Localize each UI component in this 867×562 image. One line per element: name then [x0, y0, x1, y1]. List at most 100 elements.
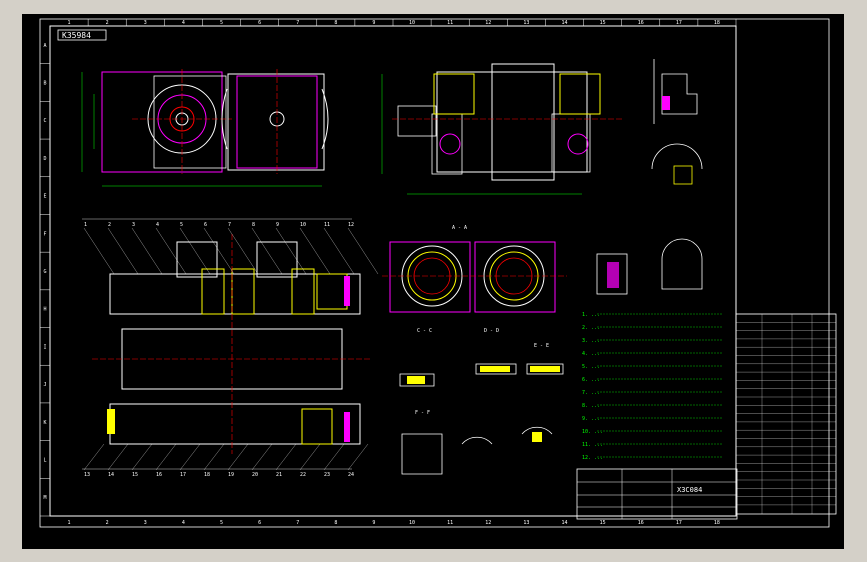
leader-line	[131, 227, 163, 275]
column-label-bottom: 2	[106, 520, 109, 526]
stamp-box	[57, 29, 107, 41]
section-a-a-view: A - A	[382, 225, 567, 313]
leader-line	[251, 227, 283, 275]
callout-top: 2	[108, 222, 111, 228]
column-label: 7	[296, 20, 299, 26]
title-block-code: X3C084	[677, 486, 702, 494]
column-label: 8	[334, 20, 337, 26]
note-line: 12. ...	[582, 455, 603, 461]
technical-notes: 1. ... 2. ... 3. ... 4. ... 5. ... 6. ... 7. .…	[582, 312, 722, 461]
leader-line	[323, 227, 355, 275]
column-label-bottom: 7	[296, 520, 299, 526]
cad-drawing: 1122334455667788991010111112121313141415…	[39, 18, 837, 528]
row-label: E	[43, 194, 46, 200]
leader-line	[131, 443, 153, 471]
row-label: G	[43, 269, 46, 275]
note-line: 1. ...	[582, 312, 600, 318]
column-label-bottom: 17	[676, 520, 682, 526]
column-label-bottom: 14	[561, 520, 567, 526]
row-label: J	[43, 382, 46, 388]
detail-view-top-right	[651, 59, 703, 185]
top-right-side-view	[381, 63, 622, 195]
leader-line	[203, 443, 225, 471]
leader-line	[155, 443, 177, 471]
callout-top: 10	[300, 222, 306, 228]
callout-bottom: 16	[156, 472, 162, 478]
section-cc-label: C - C	[417, 328, 432, 334]
section-d-label: D - D	[484, 328, 499, 334]
column-label-bottom: 5	[220, 520, 223, 526]
leader-line	[83, 443, 105, 471]
callout-bottom: 14	[108, 472, 114, 478]
row-label: H	[43, 307, 46, 313]
column-label: 6	[258, 20, 261, 26]
row-label: B	[43, 81, 46, 87]
row-label: I	[43, 344, 46, 350]
bottom-left-section-view	[82, 218, 372, 470]
note-line: 7. ...	[582, 390, 600, 396]
column-label: 17	[676, 20, 682, 26]
column-label: 10	[409, 20, 415, 26]
column-label-bottom: 3	[144, 520, 147, 526]
row-label: D	[43, 156, 46, 162]
callout-bottom: 22	[300, 472, 306, 478]
column-label: 1	[68, 20, 71, 26]
callout-top: 8	[252, 222, 255, 228]
column-label: 5	[220, 20, 223, 26]
leader-line	[83, 227, 115, 275]
small-section-views: C - C D - D E - E F - F	[399, 328, 564, 475]
note-line: 5. ...	[582, 364, 600, 370]
column-label-bottom: 8	[334, 520, 337, 526]
parts-list-table	[735, 313, 837, 515]
leader-line	[347, 227, 379, 275]
sheet-outer-border	[39, 18, 830, 528]
callout-top: 7	[228, 222, 231, 228]
sheet-inner-border	[49, 25, 737, 517]
leader-line	[347, 443, 369, 471]
callout-bottom: 21	[276, 472, 282, 478]
callout-bottom: 23	[324, 472, 330, 478]
column-label: 14	[561, 20, 567, 26]
column-label-bottom: 4	[182, 520, 185, 526]
leader-line	[179, 443, 201, 471]
leader-line	[179, 227, 211, 275]
column-ticks: 1122334455667788991010111112121313141415…	[68, 19, 737, 526]
column-label-bottom: 6	[258, 520, 261, 526]
section-f-label: F - F	[415, 410, 430, 416]
callout-top: 12	[348, 222, 354, 228]
column-label: 18	[714, 20, 720, 26]
note-line: 10. ...	[582, 429, 603, 435]
column-label-bottom: 10	[409, 520, 415, 526]
leader-line	[203, 227, 235, 275]
row-label: M	[43, 495, 46, 501]
section-e-label: E - E	[534, 343, 549, 349]
note-line: 2. ...	[582, 325, 600, 331]
row-label: A	[43, 43, 46, 49]
column-label: 9	[372, 20, 375, 26]
column-label: 4	[182, 20, 185, 26]
column-label-bottom: 13	[523, 520, 529, 526]
column-label: 13	[523, 20, 529, 26]
leader-line	[299, 227, 331, 275]
note-line: 3. ...	[582, 338, 600, 344]
leader-line	[275, 227, 307, 275]
section-aa-label: A - A	[452, 225, 467, 231]
callout-top: 9	[276, 222, 279, 228]
callout-top: 3	[132, 222, 135, 228]
note-line: 4. ...	[582, 351, 600, 357]
note-line: 6. ...	[582, 377, 600, 383]
row-label: F	[43, 231, 46, 237]
column-label-bottom: 16	[638, 520, 644, 526]
row-label: L	[43, 457, 46, 463]
column-label-bottom: 12	[485, 520, 491, 526]
column-label-bottom: 9	[372, 520, 375, 526]
callout-bottom: 19	[228, 472, 234, 478]
callout-bottom: 15	[132, 472, 138, 478]
column-label-bottom: 11	[447, 520, 453, 526]
detail-b-views	[596, 238, 703, 295]
callout-top: 5	[180, 222, 183, 228]
callout-bottom: 18	[204, 472, 210, 478]
leader-line	[155, 227, 187, 275]
